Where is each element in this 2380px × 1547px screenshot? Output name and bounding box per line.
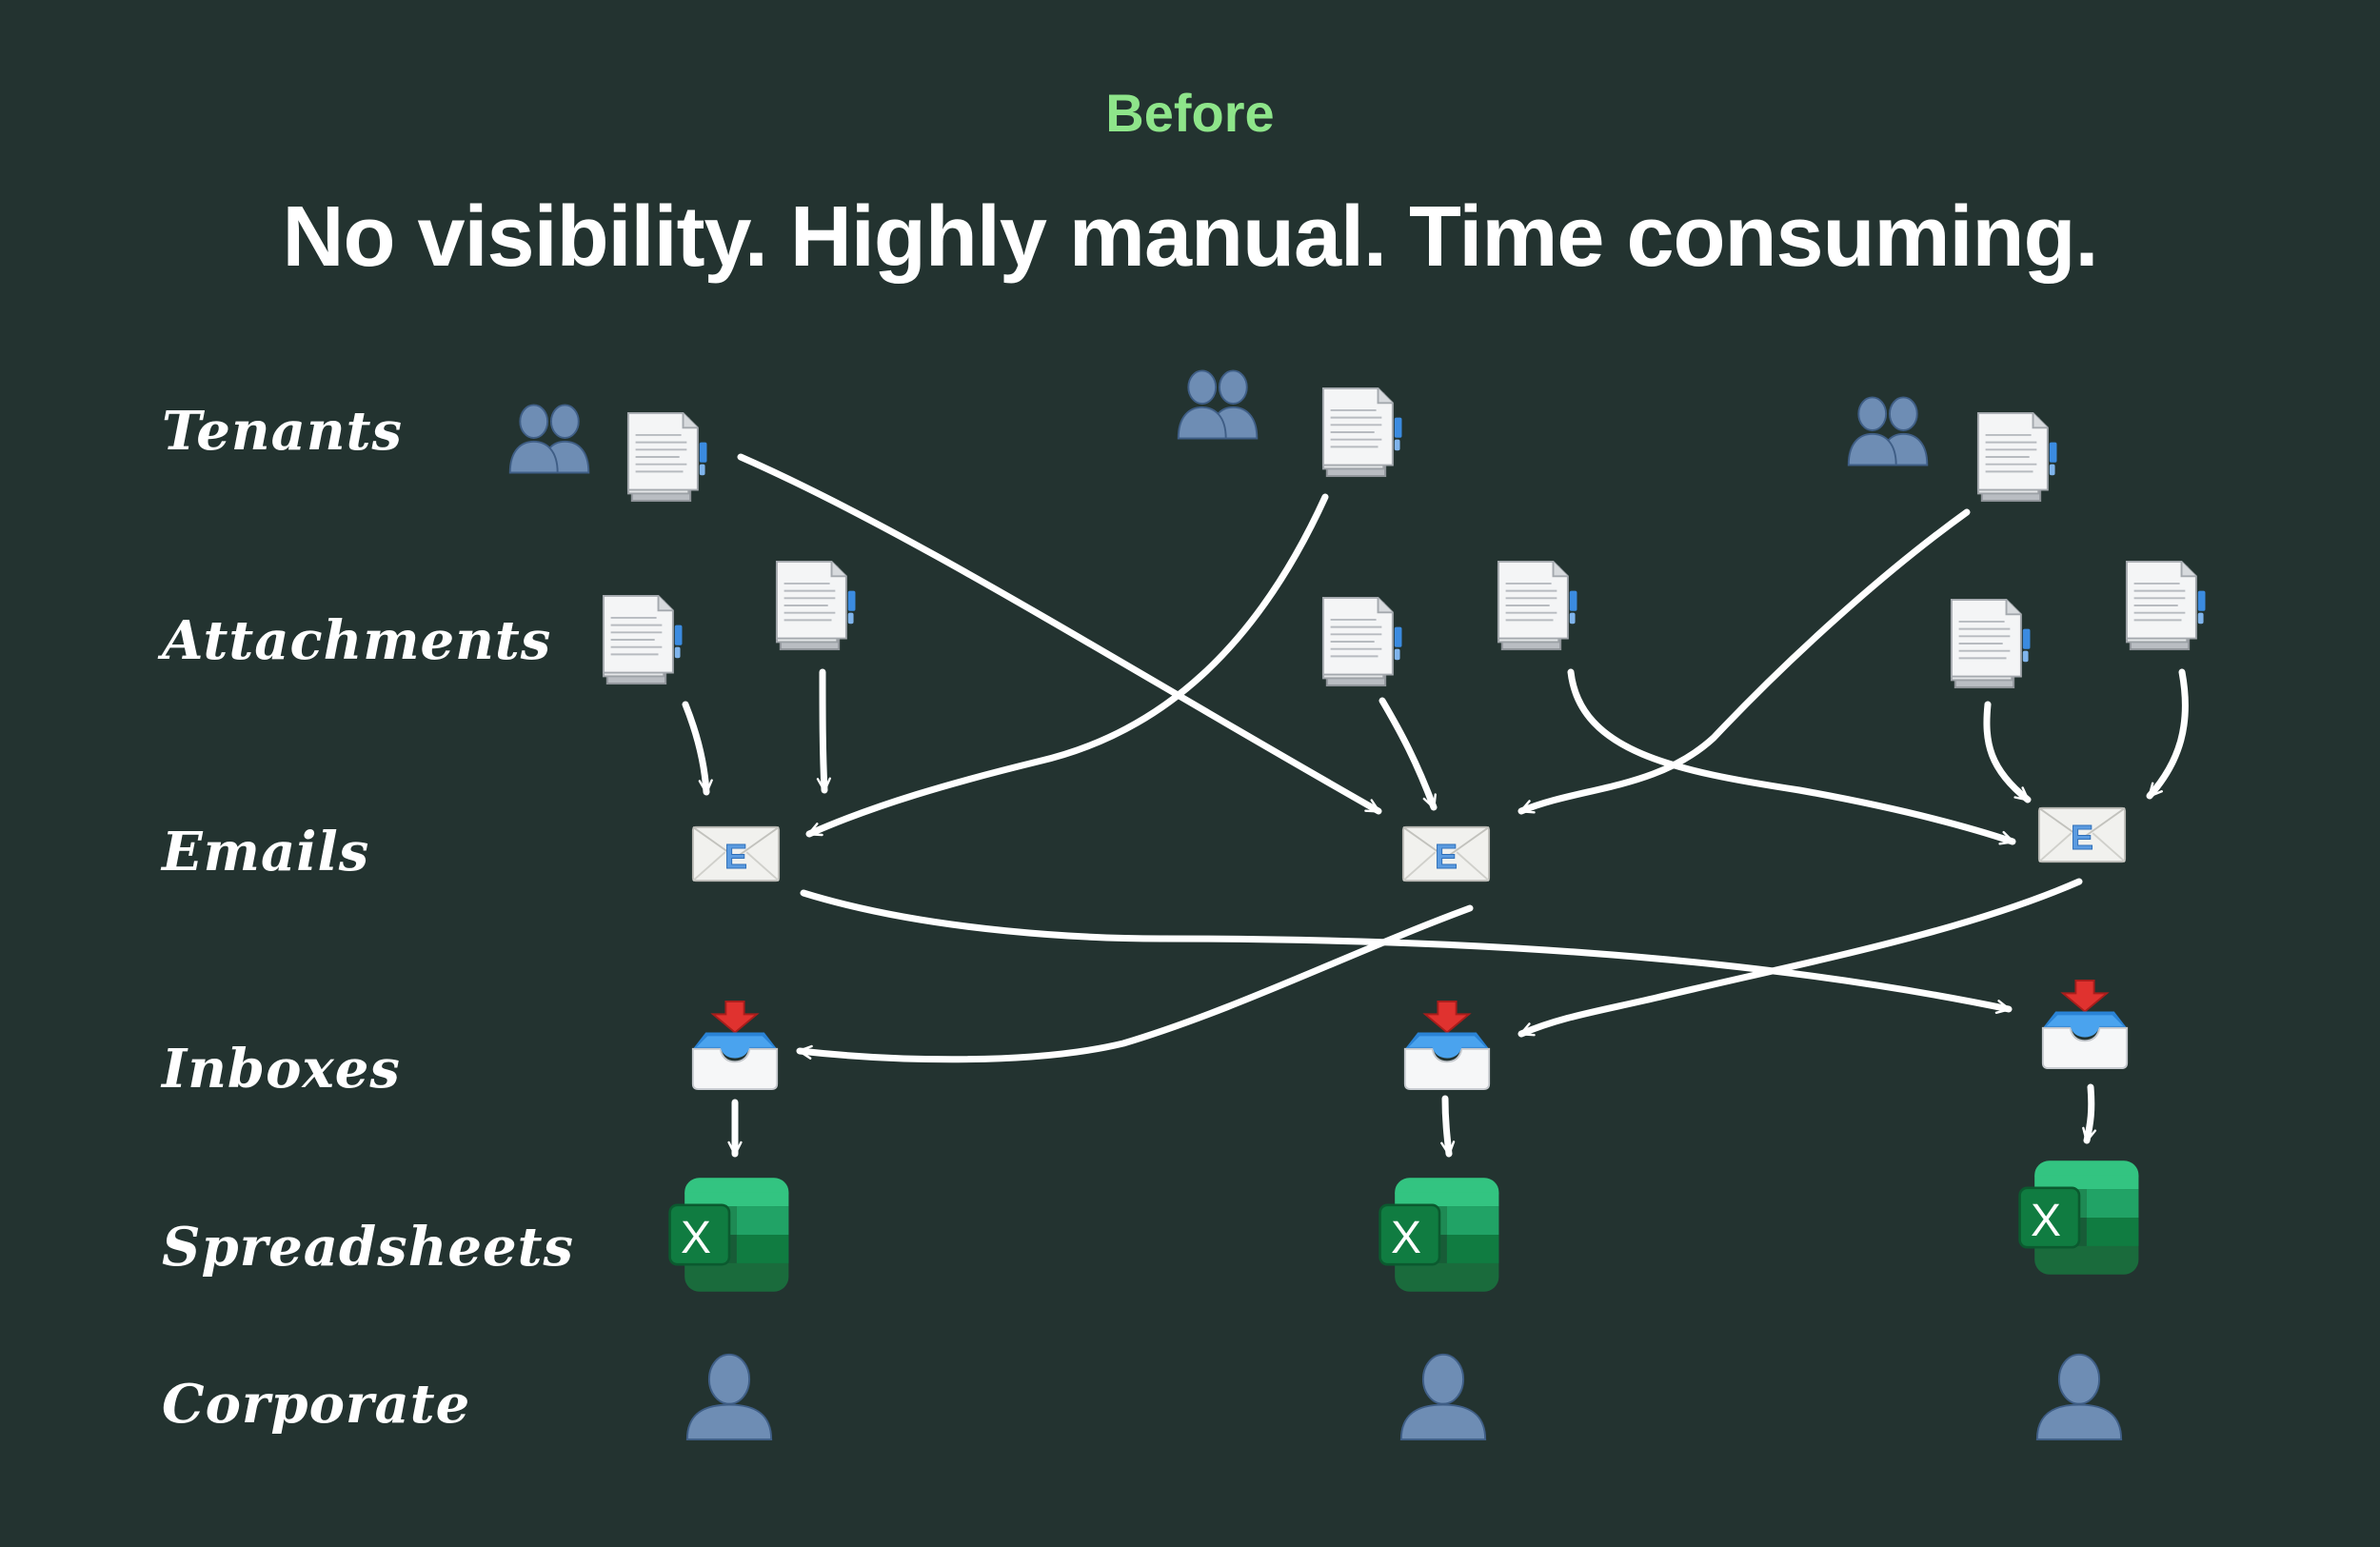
- svg-text:X: X: [2031, 1196, 2061, 1246]
- flow-arrow: [1983, 701, 2032, 803]
- excel-spreadsheet-icon: X: [2018, 1159, 2140, 1277]
- inbox-tray-icon: [1403, 1000, 1491, 1091]
- excel-spreadsheet-icon: X: [1378, 1176, 1500, 1294]
- inbox-tray-icon: [691, 1000, 779, 1091]
- document-icon: [626, 411, 708, 503]
- document-icon: [602, 594, 684, 685]
- inbox-tray-icon: [2041, 979, 2129, 1070]
- flow-arrow: [800, 889, 2013, 1015]
- person-icon: [1399, 1353, 1487, 1441]
- page-title: No visibility. Highly manual. Time consu…: [282, 189, 2098, 285]
- row-label-emails: Emails: [162, 821, 370, 883]
- email-envelope-icon: [2037, 806, 2127, 863]
- flow-arrow: [1378, 697, 1438, 811]
- row-label-inboxes: Inboxes: [162, 1038, 401, 1101]
- flow-arrow: [1517, 508, 1971, 815]
- flow-arrow: [1517, 878, 2083, 1038]
- email-envelope-icon: [1401, 825, 1491, 883]
- section-eyebrow: Before: [1105, 83, 1275, 143]
- email-envelope-icon: [691, 825, 781, 883]
- document-icon: [1321, 596, 1403, 687]
- row-label-spreadsheets: Spreadsheets: [162, 1216, 575, 1279]
- flow-arrow: [2146, 668, 2189, 800]
- person-icon: [2035, 1353, 2123, 1441]
- document-icon: [1976, 411, 2058, 503]
- document-icon: [1497, 560, 1578, 651]
- flow-arrow: [816, 668, 831, 794]
- document-icon: [2125, 560, 2207, 651]
- flow-arrow: [1567, 668, 2016, 845]
- svg-text:X: X: [681, 1213, 711, 1263]
- people-group-icon: [508, 404, 590, 474]
- svg-text:X: X: [1391, 1213, 1421, 1263]
- person-icon: [685, 1353, 773, 1441]
- document-icon: [1321, 387, 1403, 478]
- row-label-attachments: Attachments: [162, 609, 552, 672]
- flow-arrow: [682, 701, 713, 796]
- flow-arrow: [796, 904, 1474, 1063]
- flow-arrow: [1440, 1095, 1456, 1158]
- people-group-icon: [1177, 369, 1259, 440]
- excel-spreadsheet-icon: X: [668, 1176, 790, 1294]
- document-icon: [775, 560, 857, 651]
- document-icon: [1950, 598, 2032, 689]
- row-label-corporate: Corporate: [162, 1373, 471, 1436]
- people-group-icon: [1847, 396, 1929, 466]
- row-label-tenants: Tenants: [162, 400, 403, 463]
- flow-arrow: [2082, 1083, 2097, 1144]
- flow-arrow: [805, 493, 1329, 838]
- flow-arrow: [737, 453, 1382, 815]
